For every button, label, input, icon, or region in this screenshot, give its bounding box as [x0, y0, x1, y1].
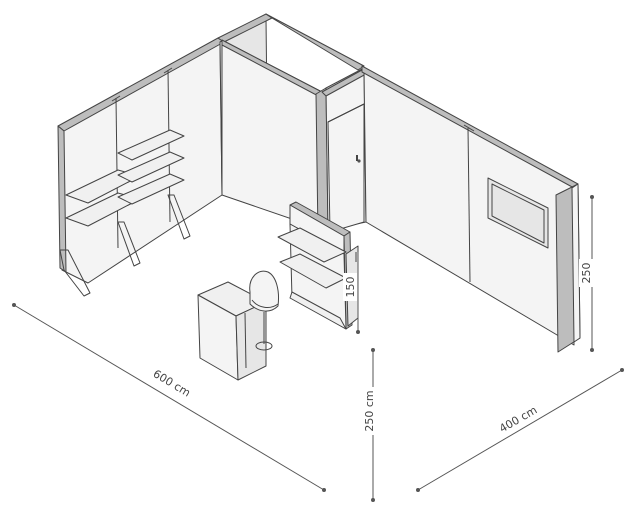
wall-height-label: 250 — [580, 263, 593, 284]
dimension-length — [12, 303, 326, 492]
storage-room — [315, 67, 367, 237]
display-counter — [277, 201, 359, 330]
height-label: 250 cm — [363, 390, 376, 431]
counter-height-label: 150 — [344, 277, 357, 298]
left-wall — [57, 37, 225, 297]
dimension-depth — [416, 368, 624, 492]
left-wall-shelves — [65, 129, 191, 267]
right-wall — [361, 65, 581, 353]
reception-desk — [197, 281, 267, 381]
chair — [249, 270, 279, 351]
back-wall — [217, 13, 365, 231]
length-label: 600 cm — [151, 367, 193, 399]
dimension-counter-height — [356, 252, 360, 334]
